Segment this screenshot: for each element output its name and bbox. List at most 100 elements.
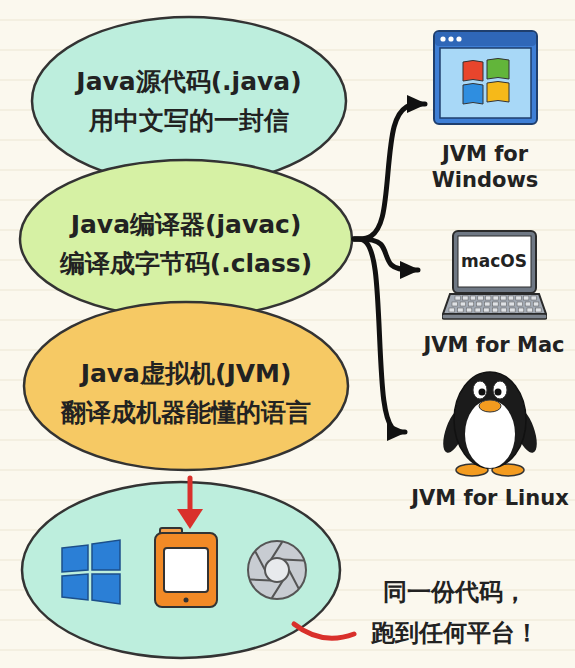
- connector-arrow: [354, 239, 405, 432]
- window-frame: [434, 31, 537, 124]
- laptop-key: [508, 296, 514, 300]
- logo-pane: [463, 61, 483, 82]
- penguin-eye: [493, 381, 507, 399]
- penguin-pupil: [495, 389, 502, 396]
- laptop-key: [466, 308, 472, 312]
- connector-arrow: [354, 104, 425, 239]
- laptop-key: [531, 296, 537, 300]
- laptop-base: [443, 294, 546, 314]
- logo-pane: [62, 574, 88, 600]
- node-text: Java虚拟机(JVM): [32, 358, 340, 389]
- ellipse-shape: [18, 158, 354, 320]
- gear-inner: [265, 558, 289, 582]
- logo-pane: [92, 574, 120, 604]
- laptop-key: [474, 308, 480, 312]
- laptop-key: [533, 302, 539, 306]
- laptop-key: [484, 302, 490, 306]
- laptop-key: [535, 308, 541, 312]
- window-dot: [448, 36, 453, 41]
- tablet-button: [184, 598, 189, 603]
- laptop-key: [509, 308, 515, 312]
- penguin-beak: [479, 400, 501, 412]
- platform-node: JVM for Windows: [425, 30, 545, 194]
- penguin-pupil: [479, 389, 486, 396]
- laptop-lid: [453, 231, 536, 293]
- penguin-belly: [465, 400, 515, 468]
- laptop-key: [526, 308, 532, 312]
- tablet-icon: [155, 528, 217, 607]
- callout-note: 同一份代码， 跑到任何平台！: [350, 572, 560, 654]
- process-ellipse: Java编译器(javac) 编译成字节码(.class): [18, 158, 354, 320]
- laptop-key: [457, 308, 463, 312]
- node-text: JVM for Linux: [405, 485, 575, 511]
- logo-pane: [487, 82, 509, 103]
- node-text: 翻译成机器能懂的语言: [32, 397, 340, 428]
- laptop-key: [500, 296, 506, 300]
- laptop-key: [515, 296, 521, 300]
- laptop-key: [500, 302, 506, 306]
- laptop-key: [476, 302, 482, 306]
- laptop-key: [508, 302, 514, 306]
- laptop-key: [477, 296, 483, 300]
- platforms-ellipse: [22, 482, 340, 658]
- laptop-key: [468, 302, 474, 306]
- connector-arrow: [354, 239, 418, 270]
- ellipse-outline: [20, 160, 352, 318]
- laptop-key: [517, 302, 523, 306]
- ellipse-outline: [24, 302, 348, 470]
- laptop-screen: [458, 236, 531, 287]
- laptop-key: [525, 302, 531, 306]
- text-box: Java编译器(javac) 编译成字节码(.class): [18, 158, 354, 320]
- process-ellipse: Java虚拟机(JVM) 翻译成机器能懂的语言: [22, 300, 350, 472]
- laptop-key: [483, 308, 489, 312]
- laptop-key: [452, 302, 458, 306]
- down-arrow-shaft: [188, 478, 193, 513]
- laptop-key: [455, 296, 461, 300]
- node-text: 用中文写的一封信: [40, 105, 338, 136]
- platform-node: JVM for Linux: [405, 362, 575, 511]
- window-dot: [456, 36, 461, 41]
- tablet-body: [155, 533, 217, 607]
- paper-rule: [0, 650, 575, 651]
- penguin-body: [454, 372, 526, 468]
- windows-logo: [62, 540, 120, 604]
- node-text: macOS: [458, 236, 531, 287]
- laptop-key: [523, 296, 529, 300]
- laptop-key: [460, 302, 466, 306]
- tablet-screen: [164, 548, 208, 592]
- gear-outer: [248, 541, 306, 599]
- gear-blade: [256, 552, 265, 570]
- leader-line: [294, 624, 354, 638]
- platform-icon: [433, 30, 538, 125]
- laptop-key: [493, 296, 499, 300]
- node-text: Java编译器(javac): [28, 209, 344, 240]
- gear-icon: [248, 541, 306, 599]
- penguin-eye: [473, 381, 487, 399]
- node-text: JVM for Mac: [418, 332, 570, 358]
- node-text: 编译成字节码(.class): [28, 248, 344, 279]
- window-titlebar: [435, 32, 536, 46]
- window-dot: [440, 36, 445, 41]
- logo-pane: [463, 84, 483, 105]
- laptop-key: [470, 296, 476, 300]
- down-arrow-head: [177, 509, 203, 529]
- laptop-key: [449, 308, 455, 312]
- laptop-key: [518, 308, 524, 312]
- platform-icon: [440, 362, 540, 477]
- laptop-key: [500, 308, 506, 312]
- node-text: Java源代码(.java): [40, 66, 338, 97]
- window-pane: [440, 48, 531, 118]
- logo-pane: [92, 540, 120, 570]
- platform-icon: [442, 230, 547, 320]
- laptop-key: [492, 308, 498, 312]
- logo-pane: [62, 545, 88, 572]
- paper-rule: [0, 20, 575, 21]
- node-text: JVM for Windows: [425, 141, 545, 194]
- gear-blade: [289, 570, 298, 588]
- platform-node: macOS JVM for Mac: [418, 230, 570, 358]
